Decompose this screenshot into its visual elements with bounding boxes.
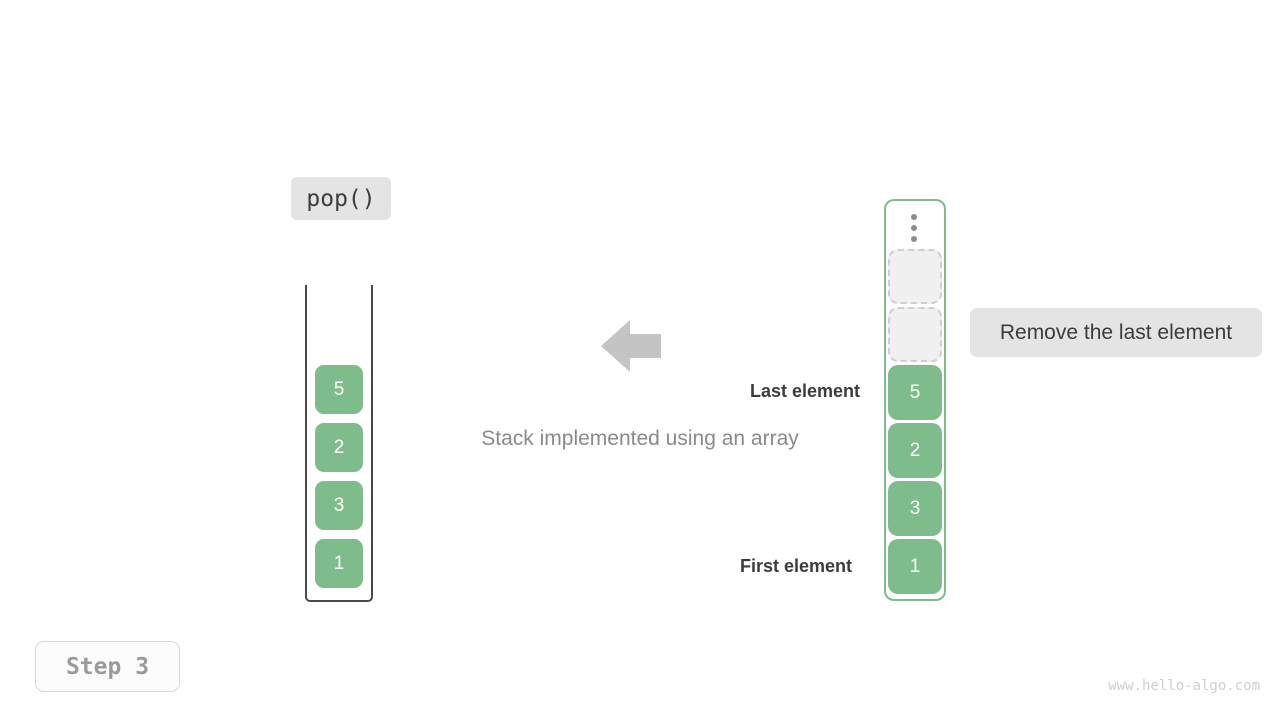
operation-label: pop() bbox=[291, 177, 391, 220]
stack-container bbox=[305, 285, 373, 602]
stack-cell-list: 5 2 3 1 bbox=[315, 365, 363, 588]
overflow-dots-icon bbox=[910, 214, 918, 242]
last-element-label: Last element bbox=[749, 381, 860, 401]
stack-cell: 5 bbox=[315, 365, 363, 414]
array-cell: 1 bbox=[888, 539, 942, 594]
array-cell: 3 bbox=[888, 481, 942, 536]
array-cell: 2 bbox=[888, 423, 942, 478]
array-empty-slot bbox=[888, 249, 942, 304]
array-cell: 5 bbox=[888, 365, 942, 420]
stack-cell: 3 bbox=[315, 481, 363, 530]
step-badge: Step 3 bbox=[35, 641, 180, 692]
dot bbox=[911, 236, 917, 242]
dot bbox=[911, 225, 917, 231]
diagram-caption: Stack implemented using an array bbox=[481, 427, 799, 450]
annotation-bubble: Remove the last element bbox=[970, 308, 1262, 357]
stack-cell: 1 bbox=[315, 539, 363, 588]
stack-cell: 2 bbox=[315, 423, 363, 472]
array-cell-list: 5 2 3 1 bbox=[888, 249, 942, 594]
left-arrow-icon bbox=[601, 320, 661, 372]
watermark: www.hello-algo.com bbox=[1108, 678, 1260, 694]
array-empty-slot bbox=[888, 307, 942, 362]
first-element-label: First element bbox=[739, 556, 852, 576]
dot bbox=[911, 214, 917, 220]
